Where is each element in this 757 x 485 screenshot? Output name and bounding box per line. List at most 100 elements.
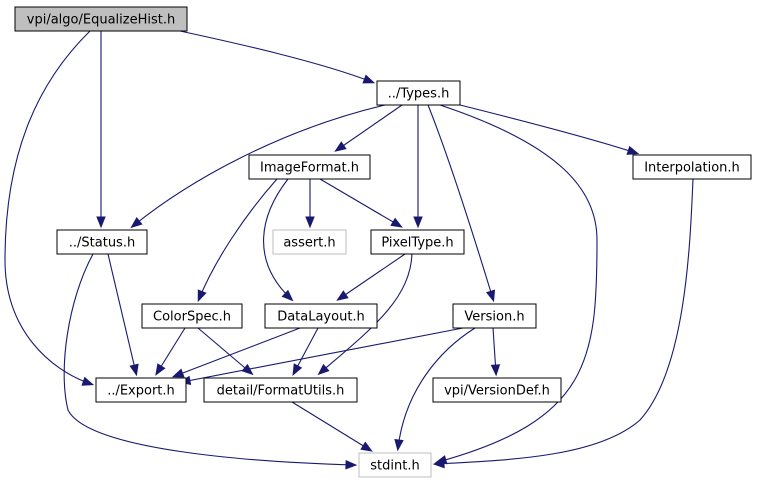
- node-status[interactable]: ../Status.h: [56, 229, 148, 255]
- edge-line: [4, 30, 92, 385]
- node-datalayout[interactable]: DataLayout.h: [264, 303, 378, 329]
- edge-line: [63, 253, 355, 466]
- edge-status-to-export: [107, 253, 139, 377]
- arrowhead-icon: [305, 216, 315, 229]
- edge-line: [263, 178, 292, 300]
- edge-datalayout-to-export: [171, 327, 301, 378]
- arrowhead-icon: [394, 438, 404, 452]
- edge-equalize-to-export: [4, 30, 95, 386]
- nodes-layer: vpi/algo/EqualizeHist.h ../Types.hImageFo…: [14, 6, 752, 478]
- edge-imageformat-to-datalayout: [263, 178, 294, 302]
- node-label: assert.h: [283, 236, 335, 251]
- node-label: Version.h: [464, 310, 524, 325]
- edge-types-to-pixeltype: [413, 105, 423, 229]
- node-box: [376, 80, 461, 106]
- edge-line: [435, 178, 694, 465]
- arrowhead-icon: [432, 458, 445, 469]
- arrowhead-icon: [390, 217, 403, 228]
- node-box: [14, 6, 188, 32]
- arrowhead-icon: [197, 289, 207, 303]
- edge-line: [132, 104, 386, 227]
- node-export[interactable]: ../Export.h: [95, 377, 187, 403]
- node-types[interactable]: ../Types.h: [376, 80, 461, 106]
- edge-formatutils-to-stdint: [291, 401, 373, 452]
- node-box: [141, 303, 243, 329]
- node-label: PixelType.h: [381, 236, 453, 251]
- edge-version-to-stdint: [394, 327, 476, 452]
- edge-line: [397, 327, 476, 449]
- arrowhead-icon: [336, 290, 349, 301]
- arrowhead-icon: [130, 216, 143, 229]
- edge-version-to-export: [178, 327, 464, 386]
- edge-pixeltype-to-formatutils: [317, 253, 413, 376]
- arrowhead-icon: [485, 289, 496, 303]
- node-box: [248, 154, 371, 180]
- edge-imageformat-to-pixeltype: [319, 178, 403, 228]
- edge-line: [179, 30, 373, 83]
- edge-line: [319, 178, 401, 227]
- node-box: [56, 229, 148, 255]
- arrowhead-icon: [81, 376, 95, 386]
- node-label: ../Export.h: [107, 384, 175, 399]
- node-label: vpi/VersionDef.h: [444, 384, 550, 399]
- edge-types-to-interpolation: [459, 104, 640, 155]
- edge-types-to-version: [427, 104, 496, 303]
- node-label: detail/FormatUtils.h: [217, 384, 345, 399]
- edges-layer: [4, 30, 694, 470]
- edge-line: [319, 253, 413, 374]
- edge-line: [427, 104, 494, 300]
- edge-colorspec-to-formatutils: [197, 327, 254, 376]
- arrowhead-icon: [281, 289, 294, 302]
- node-box: [203, 377, 358, 403]
- node-box: [264, 303, 378, 329]
- arrowhead-icon: [362, 74, 376, 84]
- node-box: [358, 452, 432, 478]
- node-assert: assert.h: [272, 229, 347, 255]
- edge-pixeltype-to-datalayout: [336, 253, 406, 301]
- node-pixeltype[interactable]: PixelType.h: [370, 229, 465, 255]
- edge-line: [174, 327, 301, 377]
- edge-equalize-to-status: [96, 31, 106, 229]
- edge-equalize-to-types: [179, 30, 376, 84]
- edge-datalayout-to-formatutils: [292, 327, 319, 376]
- node-label: ../Types.h: [388, 87, 450, 102]
- node-label: ../Status.h: [69, 236, 135, 251]
- arrowhead-icon: [155, 363, 166, 376]
- node-box: [632, 154, 752, 180]
- arrowhead-icon: [171, 368, 185, 378]
- node-box: [95, 377, 187, 403]
- node-versiondef[interactable]: vpi/VersionDef.h: [432, 377, 562, 403]
- node-box: [432, 377, 562, 403]
- node-label: stdint.h: [370, 459, 419, 474]
- node-label: ImageFormat.h: [260, 161, 359, 176]
- arrowhead-icon: [334, 141, 347, 152]
- edge-line: [156, 327, 186, 374]
- node-equalize[interactable]: vpi/algo/EqualizeHist.h: [14, 6, 188, 32]
- edge-interpolation-to-stdint: [432, 178, 694, 469]
- node-interpolation[interactable]: Interpolation.h: [632, 154, 752, 180]
- node-version[interactable]: Version.h: [452, 303, 537, 329]
- arrowhead-icon: [96, 216, 106, 229]
- node-colorspec[interactable]: ColorSpec.h: [141, 303, 243, 329]
- node-label: DataLayout.h: [277, 310, 365, 325]
- edge-line: [107, 253, 137, 374]
- edge-line: [338, 253, 406, 300]
- arrowhead-icon: [490, 364, 501, 377]
- edge-types-to-imageformat: [334, 104, 403, 152]
- arrowhead-icon: [626, 145, 640, 155]
- node-label: ColorSpec.h: [153, 310, 231, 325]
- node-box: [272, 229, 347, 255]
- arrowhead-icon: [129, 363, 139, 377]
- edge-line: [181, 327, 464, 383]
- arrowhead-icon: [317, 363, 330, 376]
- edge-line: [293, 327, 319, 374]
- arrowhead-icon: [413, 216, 423, 229]
- edge-line: [437, 104, 598, 463]
- node-label: vpi/algo/EqualizeHist.h: [27, 13, 175, 28]
- node-imageformat[interactable]: ImageFormat.h: [248, 154, 371, 180]
- node-formatutils[interactable]: detail/FormatUtils.h: [203, 377, 358, 403]
- arrowhead-icon: [292, 363, 303, 376]
- edge-line: [197, 327, 252, 374]
- node-box: [370, 229, 465, 255]
